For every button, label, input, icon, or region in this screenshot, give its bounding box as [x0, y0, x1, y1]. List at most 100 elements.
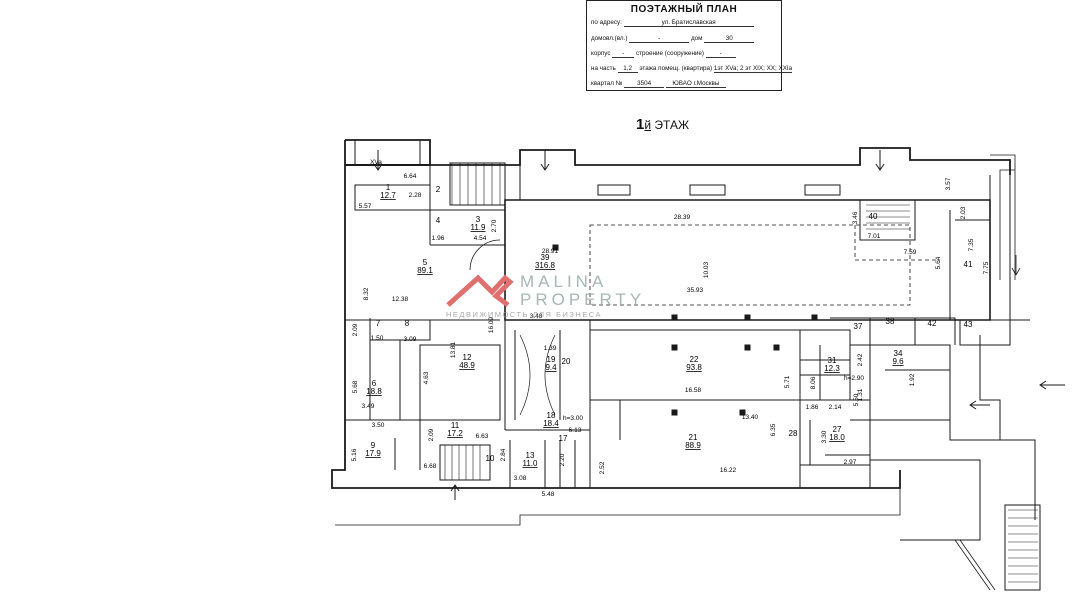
room-number: 42 [928, 319, 937, 328]
dimension-label: 4.54 [474, 235, 487, 242]
room-area: 18.0 [829, 433, 845, 442]
stamp-kvartal-row: квартал № 3504 ЮВАО г.Москвы [591, 80, 777, 88]
room-label-2: 2 [436, 185, 441, 194]
room-area: 18.4 [543, 419, 559, 428]
dimension-label: 2.09 [352, 323, 359, 336]
dimension-label: 2.09 [428, 428, 435, 441]
stroenie-label: строение (сооружение) [635, 50, 705, 57]
dimension-label: 2.20 [559, 453, 566, 466]
floor-label: ЭТАЖ [654, 118, 690, 132]
dimension-label: 6.64 [404, 173, 417, 180]
dimension-label: 28.39 [674, 214, 691, 221]
dimension-label: 1.31 [857, 388, 864, 401]
room-area: 12.7 [380, 191, 396, 200]
dimension-label: 5.71 [784, 375, 791, 388]
dimension-label: 1.92 [909, 373, 916, 386]
dimension-label: 3.50 [372, 422, 385, 429]
dimension-label: 3.48 [530, 313, 543, 320]
dimension-label: 7.01 [868, 233, 881, 240]
dimension-label: 1.96 [432, 235, 445, 242]
dimension-label: 3.08 [514, 475, 527, 482]
domovl-value: - [629, 35, 690, 43]
dimension-label: 7.59 [904, 249, 917, 256]
dimension-label: 1.39 [544, 345, 557, 352]
stamp-title: ПОЭТАЖНЫЙ ПЛАН [630, 4, 738, 15]
room-label-38: 38 [886, 317, 895, 326]
dimension-label: 16.22 [720, 467, 737, 474]
room-number: 4 [436, 216, 441, 225]
room-label-42: 42 [928, 319, 937, 328]
room-area: 316.8 [535, 261, 556, 270]
dimension-label: 5.68 [352, 380, 359, 393]
room-label-43: 43 [964, 320, 973, 329]
part-rooms: 1эт XVa; 2 эт XIX; XX; XXIa [713, 65, 793, 73]
title-stamp: ПОЭТАЖНЫЙ ПЛАН по адресу: ул. Братиславс… [586, 0, 793, 91]
room-number: 7 [376, 319, 381, 328]
floor-suffix: й [644, 118, 652, 132]
dimension-label: 8.32 [363, 287, 370, 300]
kvartal-label: квартал № [591, 80, 623, 87]
room-number: 40 [869, 212, 878, 221]
dimension-label: 2.42 [857, 353, 864, 366]
dimension-label: 13.40 [742, 414, 759, 421]
room-label-41: 41 [964, 260, 973, 269]
dimension-label: 2.97 [844, 459, 857, 466]
dimension-label: 3.49 [362, 403, 375, 410]
dimension-label: 5.64 [935, 256, 942, 269]
dimension-label: 2.70 [491, 219, 498, 232]
room-number: 9 [371, 441, 376, 450]
stamp-address-row: по адресу: ул. Братиславская [591, 19, 777, 27]
dimension-label: 1.50 [371, 335, 384, 342]
dimension-label: 7.75 [983, 261, 990, 274]
watermark: MALINA PROPERTY НЕДВИЖИМОСТЬ ДЛЯ БИЗНЕСА [446, 270, 646, 330]
room-number: 3 [476, 215, 481, 224]
room-area: 88.9 [685, 441, 701, 450]
dimension-label: 5.57 [359, 203, 372, 210]
stamp-dom-row: домовл.(вл.) - дом 30 [591, 35, 777, 43]
room-label-4: 4 [436, 216, 441, 225]
stamp-korpus-row: корпус - строение (сооружение) - [591, 50, 777, 58]
dimension-label: 5.48 [542, 491, 555, 498]
stamp-part-row: на часть 1,2 этажа помещ. (квартира) 1эт… [591, 65, 793, 73]
dimension-label: 6.35 [770, 423, 777, 436]
floor-number: 1 [636, 116, 645, 133]
dimension-label: 6.13 [569, 427, 582, 434]
room-label-3: 311.9 [471, 215, 487, 232]
dimension-label: 2.84 [500, 448, 507, 461]
room-area: 12.3 [824, 364, 840, 373]
room-number: 17 [559, 434, 568, 443]
room-number: 38 [886, 317, 895, 326]
dimension-label: 13.81 [450, 341, 457, 358]
dimension-label: 35.93 [687, 287, 704, 294]
dimension-label: 16.09 [488, 316, 495, 333]
dimension-label: 8.06 [810, 376, 817, 389]
room-number: 2 [436, 185, 441, 194]
dimension-label: 6.68 [424, 463, 437, 470]
dimension-label: 2.52 [599, 461, 606, 474]
room-area: 17.2 [447, 429, 463, 438]
room-label-20: 20 [562, 357, 571, 366]
room-number: 41 [964, 260, 973, 269]
dimension-label: 12.38 [392, 296, 409, 303]
room-label-1: 112.7 [380, 183, 396, 200]
part-rest: этажа помещ. (квартира) [639, 65, 713, 72]
part-label: на часть [591, 65, 616, 72]
room-label-19: 199.4 [545, 355, 557, 372]
room-number: 27 [833, 425, 842, 434]
room-number: 21 [689, 433, 698, 442]
room-area: 11.0 [523, 459, 539, 468]
dimension-label: 2.14 [829, 404, 842, 411]
address-value: ул. Братиславская [623, 19, 754, 27]
dimension-label: 3.30 [821, 430, 828, 443]
room-area: 9.4 [545, 363, 557, 372]
room-label-34: 349.6 [892, 349, 904, 366]
room-area: 9.6 [892, 357, 904, 366]
